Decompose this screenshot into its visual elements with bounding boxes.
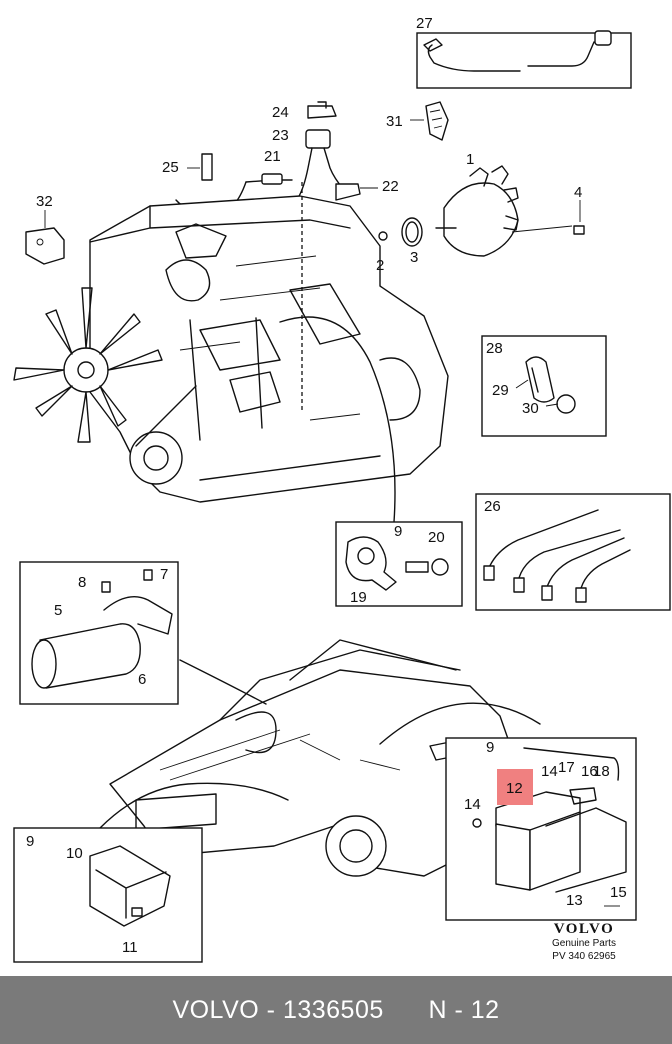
part-27-box [416,30,632,89]
leader-coil [179,659,267,705]
brand-line: Genuine Parts [552,938,616,949]
part-1-distributor [435,165,573,257]
part-4-bolt [573,200,585,235]
callout-12: 12 [506,780,523,797]
leader-line-9-engine [279,316,396,523]
footer-spacer [384,996,429,1025]
callout-4: 4 [574,184,582,201]
part-31-sensor [410,101,449,141]
callout-9-right: 9 [486,739,494,756]
leader-control-unit [379,702,541,745]
callout-19: 19 [350,589,367,606]
callout-8: 8 [78,574,86,591]
callout-14-right: 14 [541,763,558,780]
parts-10-11-box [13,827,203,963]
engine-fan [13,287,163,443]
callout-16: 16 [581,763,598,780]
part-25-plug [187,153,213,181]
callout-1: 1 [466,151,474,168]
callout-27: 27 [416,15,433,32]
part-24-bracket [307,101,337,119]
callout-29: 29 [492,382,509,399]
part-2-washer [378,231,388,241]
part-22-clip [335,183,361,201]
callout-31: 31 [386,113,403,130]
callout-28: 28 [486,340,503,357]
footer-bar: VOLVO - 1336505 N - 12 [0,976,672,1044]
exploded-parts-diagram: 27 31 24 23 22 21 25 32 [13,15,671,963]
callout-10: 10 [66,845,83,862]
callout-14-left: 14 [464,796,481,813]
parts-28-30-box [481,335,607,437]
engine-pulley [129,385,197,485]
footer-part-number: VOLVO - 1336505 [172,995,384,1024]
callout-13: 13 [566,892,583,909]
callout-9-engine: 9 [394,523,402,540]
part-26-ignition-leads [475,493,671,611]
callout-21: 21 [264,148,281,165]
callout-23: 23 [272,127,289,144]
callout-20: 20 [428,529,445,546]
callout-3: 3 [410,249,418,266]
callout-22: 22 [382,178,399,195]
part-32-bracket [25,227,65,265]
callout-26: 26 [484,498,501,515]
parts-12-18-box [445,737,637,921]
part-3-oring [401,217,423,247]
callout-9-left: 9 [26,833,34,850]
engine-block [89,195,449,503]
parts-5-8-coil-box [19,561,179,705]
callout-2: 2 [376,257,384,274]
footer-diagram-ref: N - 12 [428,995,500,1024]
callout-17: 17 [558,759,575,776]
callout-15: 15 [610,884,627,901]
callout-11: 11 [122,939,138,956]
callout-32: 32 [36,193,53,210]
parts-19-20-box [335,521,463,607]
callout-7: 7 [160,566,168,583]
callout-5: 5 [54,602,62,619]
highlight-part-12 [497,769,533,805]
callout-30: 30 [522,400,539,417]
brand-code: PV 340 62965 [552,951,616,962]
leader-module-left [99,782,289,829]
volvo-logo: VOLVO [554,921,615,937]
callout-18: 18 [593,763,610,780]
callout-25: 25 [162,159,179,176]
callout-24: 24 [272,104,289,121]
callout-6: 6 [138,671,146,688]
